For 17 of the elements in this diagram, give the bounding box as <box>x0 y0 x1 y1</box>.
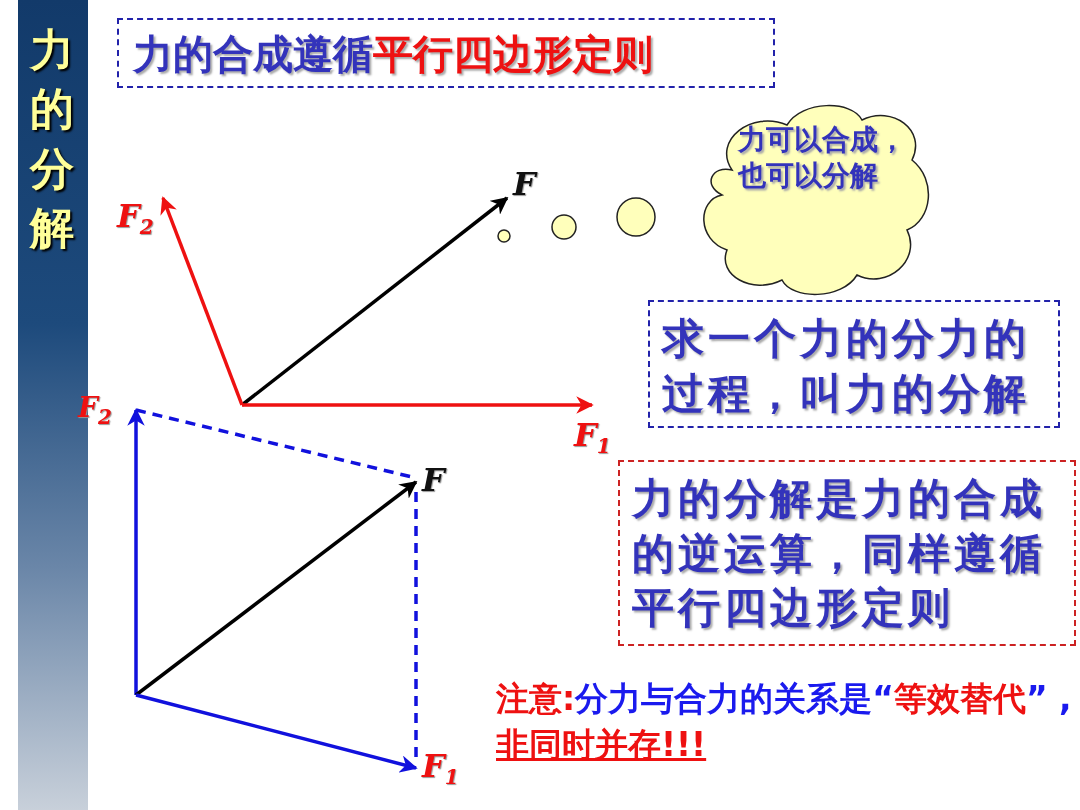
force-label: F <box>416 462 458 506</box>
force-label: F$_{1}$ <box>568 405 620 461</box>
force-label: F$_{1}$ <box>416 748 472 794</box>
note-box: 力的分解是力的合成的逆运算，同样遵循平行四边形定则 <box>618 460 1076 646</box>
force-label: F <box>507 166 547 210</box>
title-box: 力的合成遵循平行四边形定则 <box>117 18 775 88</box>
force-arrow <box>134 480 418 697</box>
side-title: 力的分解 <box>30 23 75 256</box>
cloud-text: 力可以合成，也可以分解 <box>738 122 907 195</box>
force-arrow <box>242 396 594 414</box>
force-label: F$_{2}$ <box>78 392 136 434</box>
note-text: 注意:分力与合力的关系是“等效替代” ,非同时并存!!! <box>496 678 1073 767</box>
force-label: F$_{2}$ <box>111 198 163 246</box>
force-arrow <box>127 408 145 695</box>
force-arrow <box>160 196 244 406</box>
force-arrow <box>135 693 418 773</box>
definition-box: 求一个力的分力的过程，叫力的分解 <box>648 300 1060 428</box>
